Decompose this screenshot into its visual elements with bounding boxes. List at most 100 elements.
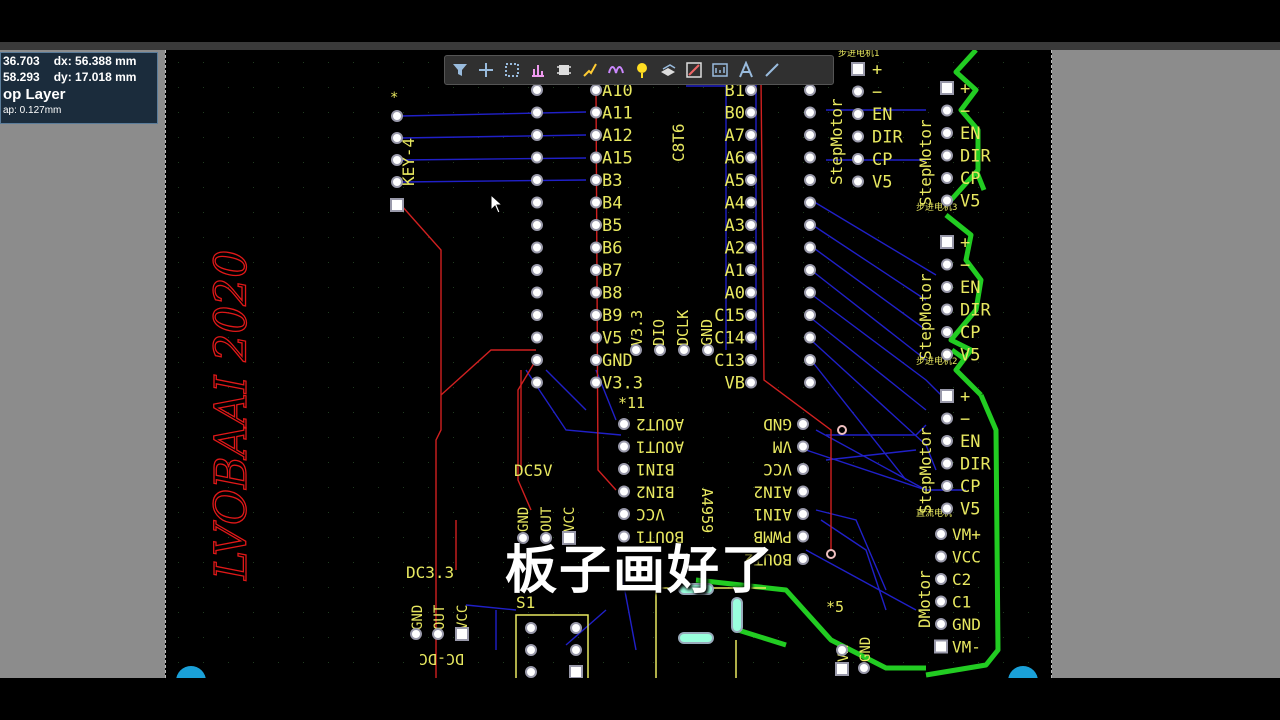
text-icon[interactable]: [735, 59, 757, 81]
pad: [618, 485, 630, 498]
pad: [745, 354, 757, 366]
motor-pin-label: +: [872, 60, 882, 80]
red-traces: [400, 79, 832, 678]
svg-text:OUT: OUT: [539, 506, 555, 532]
pad: [745, 309, 757, 321]
motor-pin-label: −: [872, 83, 882, 103]
motor-pin-label: EN: [960, 124, 980, 144]
motor-pin-label: +: [960, 79, 970, 99]
video-caption: 板子画好了: [504, 541, 775, 601]
pad: [745, 376, 757, 389]
pad: [745, 219, 757, 231]
pad: [745, 286, 757, 299]
pad: [804, 376, 816, 389]
snap-readout: ap: 0.127mm: [3, 105, 62, 116]
pad: [852, 175, 864, 188]
stepmotor-label: StepMotor: [916, 273, 935, 360]
x-readout: 36.703: [3, 54, 40, 68]
pad: [745, 264, 757, 276]
mcu-pin-label: A1: [725, 261, 745, 281]
motor-pin-label: V5: [960, 346, 980, 366]
pad: [590, 376, 602, 389]
pad: [797, 508, 809, 520]
pad: [804, 196, 816, 209]
pad: [531, 129, 543, 141]
driver-pin-label: VM: [773, 438, 792, 457]
pad: [590, 331, 602, 344]
stepmotor-label: StepMotor: [916, 427, 935, 514]
driver-pin-label: VCC: [763, 460, 792, 479]
mcu-pin-label: A5: [725, 171, 745, 191]
line-icon[interactable]: [761, 59, 783, 81]
select-rect-icon[interactable]: [501, 59, 523, 81]
pad: [941, 412, 953, 425]
crosshair-icon[interactable]: [475, 59, 497, 81]
motor-pin-label: V5: [960, 192, 980, 212]
pad: [804, 264, 816, 276]
mcu-pin-label: A11: [602, 104, 633, 124]
motor-pin-label: DIR: [960, 455, 991, 475]
driver-pin-label: AIN2: [753, 483, 792, 502]
via: [826, 549, 836, 559]
marker-icon[interactable]: [631, 59, 653, 81]
pad: [618, 463, 630, 475]
component-icon[interactable]: [553, 59, 575, 81]
mcu-pin-label: B5: [602, 216, 622, 236]
pcb-drawing[interactable]: LVOBAAI 2020: [166, 50, 1051, 678]
driver-pin-label: BIN2: [636, 483, 675, 502]
diff-route-icon[interactable]: [605, 59, 627, 81]
box-icon[interactable]: [683, 59, 705, 81]
motor-pin-label: −: [960, 256, 970, 276]
svg-text:VCC: VCC: [455, 605, 471, 630]
svg-text:DCLK: DCLK: [674, 310, 692, 346]
mcu-pin-label: A0: [725, 284, 745, 304]
driver-pin-label: PWMB: [753, 528, 792, 547]
chart-icon[interactable]: [527, 59, 549, 81]
pad: [804, 84, 816, 96]
pad: [940, 235, 954, 249]
pad: [590, 241, 602, 254]
pad: [531, 309, 543, 321]
mcu-pin-label: B0: [725, 104, 745, 124]
pad: [531, 331, 543, 344]
y-readout: 58.293: [3, 70, 40, 84]
mcu-pin-label: GND: [602, 351, 633, 371]
pad: [935, 618, 947, 630]
pad: [941, 149, 953, 162]
layer-icon[interactable]: [657, 59, 679, 81]
pad: [531, 354, 543, 366]
pad: [797, 485, 809, 498]
current-layer: op Layer: [3, 86, 66, 103]
pad: [540, 532, 552, 544]
pad: [941, 303, 953, 316]
driver-pin-label: BOUT2: [744, 550, 792, 569]
motor-pin-label: CP: [960, 169, 980, 189]
pad: [852, 130, 864, 143]
pad: [531, 219, 543, 231]
pad: [745, 196, 757, 209]
route-icon[interactable]: [579, 59, 601, 81]
pad: [590, 219, 602, 231]
motor-pin-label: CP: [872, 150, 892, 170]
via: [837, 425, 847, 435]
motor-pin-label: DIR: [960, 301, 991, 321]
pcb-canvas[interactable]: LVOBAAI 2020: [165, 50, 1052, 678]
key4-header: * KEY-4: [390, 90, 418, 212]
pad: [940, 389, 954, 403]
svg-text:V3.3: V3.3: [628, 310, 646, 346]
pad: [940, 81, 954, 95]
motor-pin-label: CP: [960, 477, 980, 497]
svg-text:DC-DC: DC-DC: [419, 650, 464, 668]
dimension-icon[interactable]: [709, 59, 731, 81]
pad: [797, 530, 809, 543]
pad: [804, 151, 816, 164]
pad: [804, 129, 816, 141]
mcu-pin-label: A7: [725, 126, 745, 146]
svg-text:KEY-4: KEY-4: [399, 138, 418, 186]
pad: [804, 106, 816, 119]
filter-icon[interactable]: [449, 59, 471, 81]
pad: [745, 174, 757, 186]
pad: [804, 174, 816, 186]
